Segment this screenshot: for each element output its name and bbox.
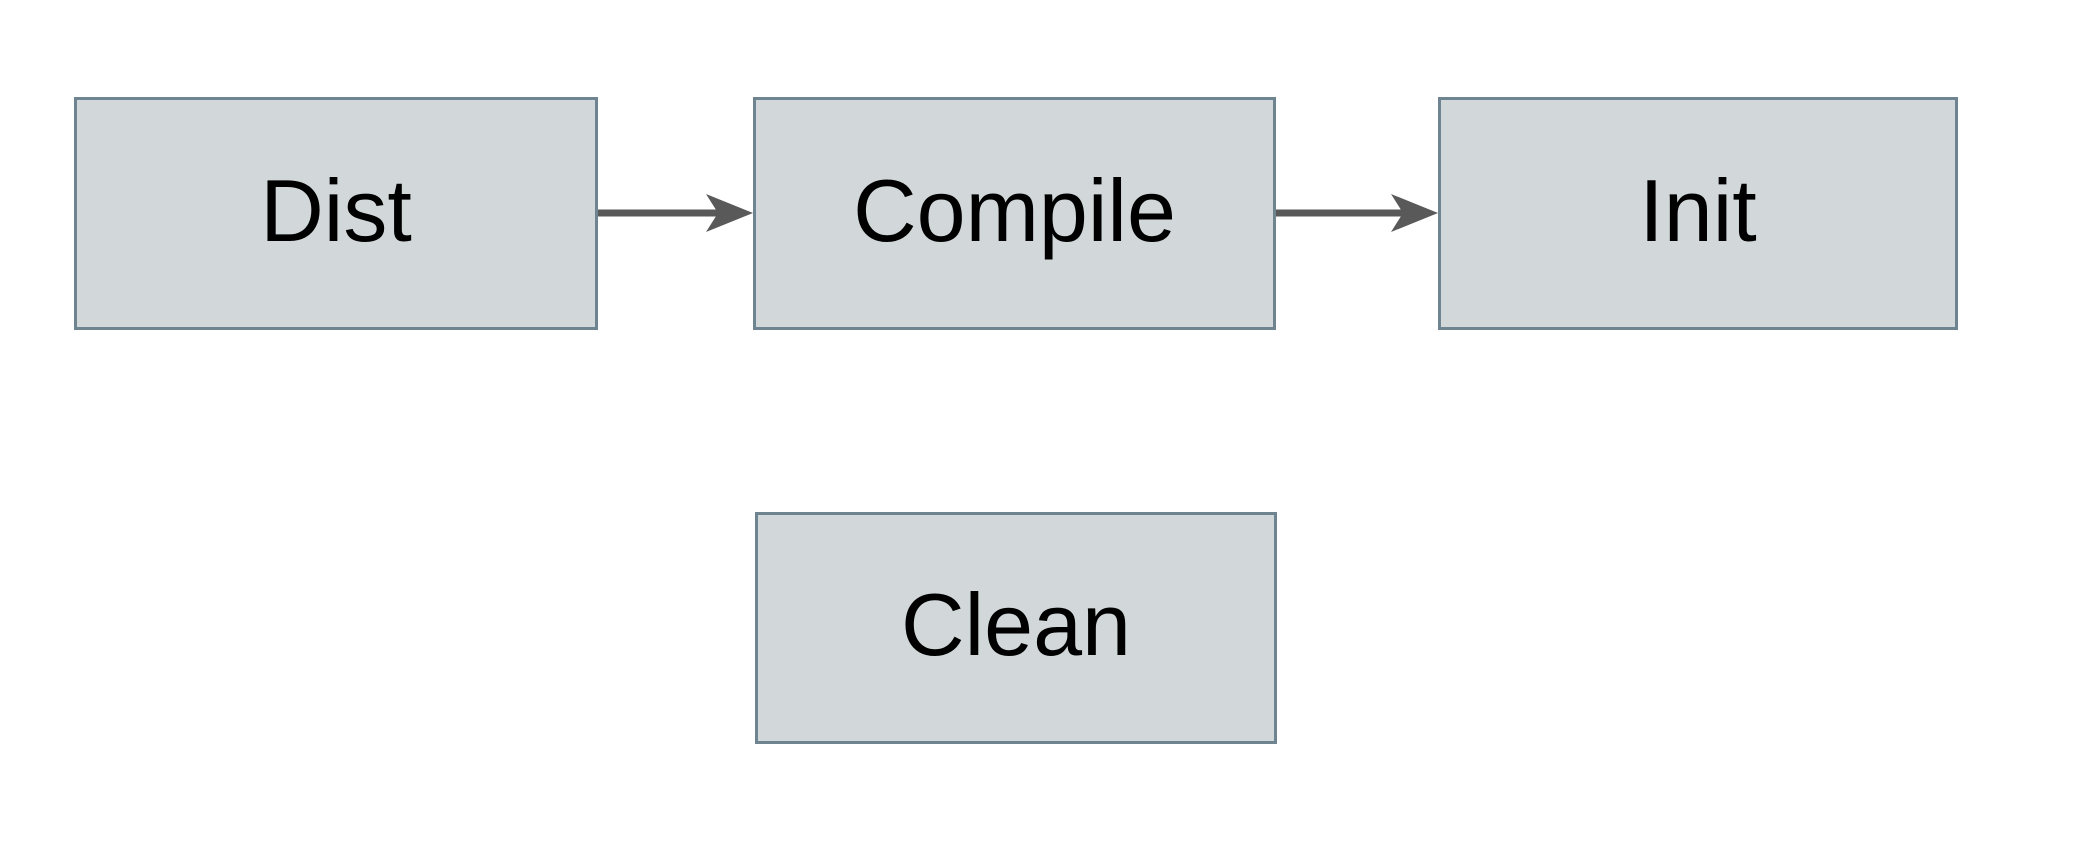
node-dist[interactable]: Dist [74,97,598,330]
arrow-shaft [598,209,718,217]
node-init-label: Init [1639,160,1757,260]
node-dist-label: Dist [260,160,412,260]
node-compile[interactable]: Compile [753,97,1276,330]
node-init[interactable]: Init [1438,97,1958,330]
arrow-dist-to-compile[interactable] [598,191,753,235]
arrow-shaft [1276,209,1403,217]
node-clean-label: Clean [901,575,1131,674]
arrowhead-icon [706,194,753,232]
arrowhead-icon [1391,194,1438,232]
arrow-compile-to-init[interactable] [1276,191,1438,235]
node-clean[interactable]: Clean [755,512,1277,744]
node-compile-label: Compile [853,160,1176,260]
